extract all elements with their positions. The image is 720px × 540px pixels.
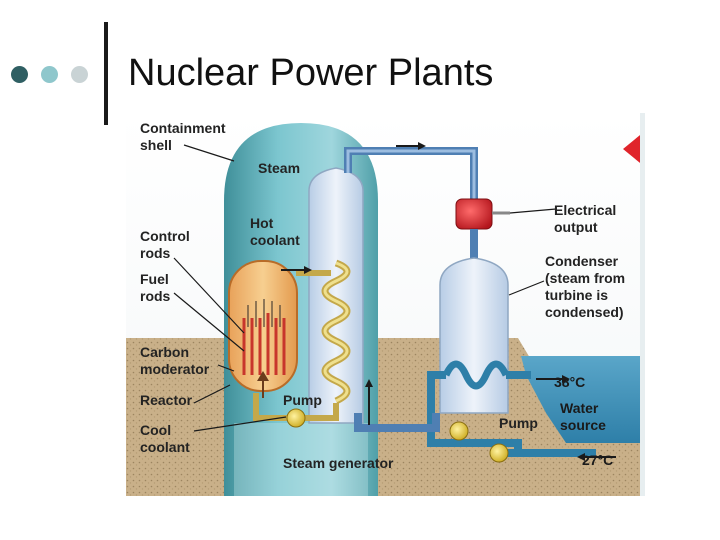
label-containment-shell-line1: Containment bbox=[140, 120, 226, 136]
control-rods bbox=[242, 313, 286, 375]
label-electrical-output: Electrical output bbox=[554, 202, 620, 235]
feedwater-pipe bbox=[354, 413, 440, 432]
label-condenser-line4: condensed) bbox=[545, 304, 624, 320]
pump-right-upper bbox=[449, 421, 469, 441]
label-carbon-moderator-line2: moderator bbox=[140, 361, 210, 377]
turbine-generator bbox=[455, 198, 493, 230]
label-control-rods-line1: Control bbox=[140, 228, 190, 244]
label-containment-shell-line2: shell bbox=[140, 137, 172, 153]
label-condenser: Condenser (steam from turbine is condens… bbox=[545, 253, 629, 320]
label-control-rods-line2: rods bbox=[140, 245, 171, 261]
label-pump-left: Pump bbox=[283, 392, 322, 408]
condenser-tank bbox=[439, 257, 509, 414]
label-water-source-line1: Water bbox=[560, 400, 599, 416]
label-cool-coolant-line1: Cool bbox=[140, 422, 171, 438]
label-condenser-line1: Condenser bbox=[545, 253, 619, 269]
bullet-dot-dark bbox=[11, 66, 28, 83]
pump-left bbox=[286, 408, 306, 428]
label-fuel-rods-line1: Fuel bbox=[140, 271, 169, 287]
condenser-coil bbox=[442, 360, 510, 390]
label-fuel-rods-line2: rods bbox=[140, 288, 171, 304]
label-condenser-line2: (steam from bbox=[545, 270, 625, 286]
nuclear-plant-diagram: Containment shell Steam Hot coolant Cont… bbox=[126, 113, 645, 496]
label-steam: Steam bbox=[258, 160, 300, 176]
label-hot-coolant: Hot coolant bbox=[250, 215, 300, 248]
label-control-rods: Control rods bbox=[140, 228, 194, 261]
slide-title: Nuclear Power Plants bbox=[128, 52, 494, 94]
label-condenser-line3: turbine is bbox=[545, 287, 608, 303]
label-fuel-rods: Fuel rods bbox=[140, 271, 173, 304]
label-containment-shell: Containment shell bbox=[140, 120, 229, 153]
label-reactor: Reactor bbox=[140, 392, 193, 408]
bullet-dot-grey bbox=[71, 66, 88, 83]
label-electrical-output-line2: output bbox=[554, 219, 598, 235]
title-divider bbox=[104, 22, 108, 125]
label-steam-generator: Steam generator bbox=[283, 455, 394, 471]
steam-generator-tank bbox=[308, 167, 364, 424]
label-water-source-line2: source bbox=[560, 417, 606, 433]
water-source-body bbox=[521, 356, 645, 443]
label-water-source: Water source bbox=[560, 400, 606, 433]
label-pump-right: Pump bbox=[499, 415, 538, 431]
label-carbon-moderator: Carbon moderator bbox=[140, 344, 210, 377]
label-carbon-moderator-line1: Carbon bbox=[140, 344, 189, 360]
leader-lines bbox=[173, 144, 557, 432]
pump-right-lower bbox=[489, 443, 509, 463]
label-electrical-output-line1: Electrical bbox=[554, 202, 616, 218]
label-hot-coolant-line1: Hot bbox=[250, 215, 274, 231]
label-cool-coolant: Cool coolant bbox=[140, 422, 190, 455]
label-hot-coolant-line2: coolant bbox=[250, 232, 300, 248]
rod-holders bbox=[247, 299, 281, 327]
red-pointer bbox=[623, 131, 645, 167]
bullet-dot-light-blue bbox=[41, 66, 58, 83]
label-temp-in: 27°C bbox=[582, 452, 613, 468]
label-cool-coolant-line2: coolant bbox=[140, 439, 190, 455]
label-temp-out: 38°C bbox=[554, 374, 585, 390]
